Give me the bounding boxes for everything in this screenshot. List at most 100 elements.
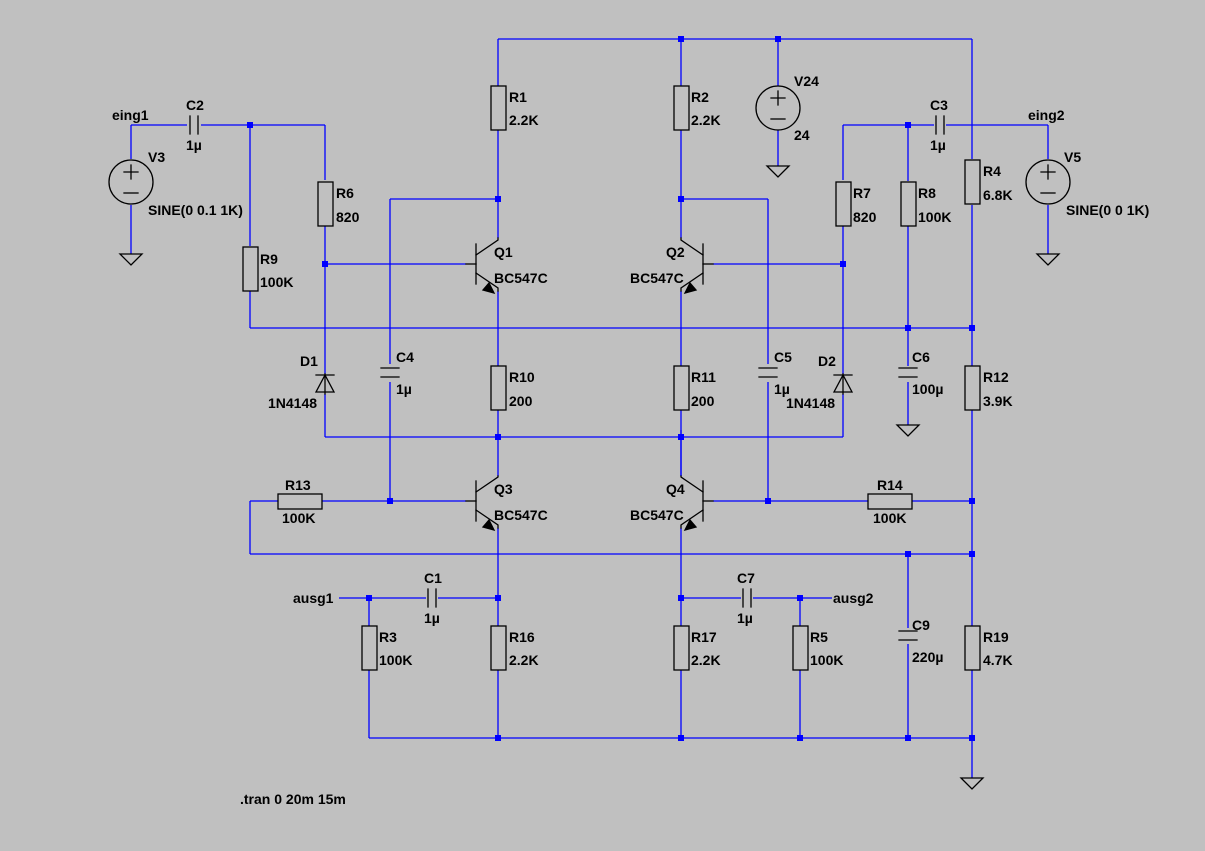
R3-value: 100K (379, 652, 412, 668)
C1-value: 1µ (424, 610, 440, 626)
resistor-R9: R9 100K (242, 246, 293, 292)
R17-name: R17 (691, 629, 717, 645)
resistor-R12: R12 3.9K (964, 365, 1013, 411)
resistor-R3: R3 100K (361, 625, 412, 671)
junctions (247, 36, 975, 741)
wires (130, 38, 1049, 778)
C4-name: C4 (396, 349, 414, 365)
resistor-R19: R19 4.7K (964, 625, 1013, 671)
R3-name: R3 (379, 629, 397, 645)
Q4-name: Q4 (666, 481, 685, 497)
R14-value: 100K (873, 510, 906, 526)
R19-name: R19 (983, 629, 1009, 645)
ground-symbols (118, 165, 1061, 790)
resistor-R4: R4 6.8K (964, 159, 1013, 205)
R16-value: 2.2K (509, 652, 539, 668)
R1-name: R1 (509, 89, 527, 105)
transistor-Q3: Q3 BC547C (465, 475, 548, 532)
R17-value: 2.2K (691, 652, 721, 668)
V24-name: V24 (794, 73, 819, 89)
R13-value: 100K (282, 510, 315, 526)
C7-value: 1µ (737, 610, 753, 626)
resistor-R2: R2 2.2K (673, 85, 721, 131)
C9-value: 220µ (912, 649, 943, 665)
capacitor-C9: C9 220µ (898, 617, 943, 665)
V3-name: V3 (148, 149, 165, 165)
C3-name: C3 (930, 97, 948, 113)
C7-name: C7 (737, 570, 755, 586)
R5-name: R5 (810, 629, 828, 645)
C2-value: 1µ (186, 137, 202, 153)
resistor-R14: R14 100K (867, 477, 913, 526)
C3-value: 1µ (930, 137, 946, 153)
V5-value: SINE(0 0 1K) (1066, 202, 1149, 218)
C6-value: 100µ (912, 381, 943, 397)
capacitor-C7: C7 1µ (737, 570, 755, 626)
resistor-R6: R6 820 (317, 181, 360, 227)
C9-name: C9 (912, 617, 930, 633)
transistor-Q2: Q2 BC547C (630, 237, 714, 295)
R6-value: 820 (336, 209, 360, 225)
ground-icon (959, 777, 985, 790)
D1-value: 1N4148 (268, 395, 317, 411)
resistor-R8: R8 100K (900, 181, 951, 227)
net-label-ausg1: ausg1 (293, 590, 334, 606)
transistor-Q1: Q1 BC547C (465, 237, 548, 295)
resistor-R10: R10 200 (490, 365, 535, 411)
R14-name: R14 (877, 477, 903, 493)
resistor-R13: R13 100K (277, 477, 323, 526)
C5-value: 1µ (774, 381, 790, 397)
R13-name: R13 (285, 477, 311, 493)
diode-D1: D1 1N4148 (268, 353, 336, 411)
net-label-eing2: eing2 (1028, 107, 1065, 123)
R12-value: 3.9K (983, 393, 1013, 409)
Q2-value: BC547C (630, 270, 684, 286)
capacitor-C5: C5 1µ (758, 349, 792, 397)
C2-name: C2 (186, 97, 204, 113)
ground-icon (765, 165, 791, 178)
ground-icon (895, 424, 921, 437)
spice-directive[interactable]: .tran 0 20m 15m (240, 791, 346, 807)
voltage-source-V24: V24 24 (755, 73, 819, 143)
Q3-value: BC547C (494, 507, 548, 523)
Q2-name: Q2 (666, 244, 685, 260)
R9-name: R9 (260, 251, 278, 267)
resistor-R5: R5 100K (792, 625, 843, 671)
R7-name: R7 (853, 185, 871, 201)
transistor-Q4: Q4 BC547C (630, 475, 714, 532)
resistor-R7: R7 820 (835, 181, 877, 227)
R6-name: R6 (336, 185, 354, 201)
Q1-value: BC547C (494, 270, 548, 286)
R1-value: 2.2K (509, 112, 539, 128)
R5-value: 100K (810, 652, 843, 668)
R19-value: 4.7K (983, 652, 1013, 668)
resistor-R1: R1 2.2K (490, 85, 539, 131)
C6-name: C6 (912, 349, 930, 365)
Q4-value: BC547C (630, 507, 684, 523)
R9-value: 100K (260, 274, 293, 290)
R11-value: 200 (691, 393, 715, 409)
R2-value: 2.2K (691, 112, 721, 128)
R8-name: R8 (918, 185, 936, 201)
R12-name: R12 (983, 369, 1009, 385)
capacitor-C1: C1 1µ (424, 570, 442, 626)
R11-name: R11 (691, 369, 716, 385)
capacitor-C6: C6 100µ (898, 349, 943, 397)
R4-value: 6.8K (983, 187, 1013, 203)
D2-value: 1N4148 (786, 395, 835, 411)
D1-name: D1 (300, 353, 318, 369)
ground-icon (1035, 253, 1061, 266)
R2-name: R2 (691, 89, 709, 105)
net-label-eing1: eing1 (112, 107, 149, 123)
capacitor-C2: C2 1µ (186, 97, 204, 153)
diode-D2: D2 1N4148 (786, 353, 854, 411)
R7-value: 820 (853, 209, 877, 225)
C1-name: C1 (424, 570, 442, 586)
voltage-source-V5: V5 SINE(0 0 1K) (1025, 149, 1149, 218)
V24-value: 24 (794, 127, 810, 143)
net-labels: eing1 eing2 ausg1 ausg2 (112, 107, 1065, 606)
D2-name: D2 (818, 353, 836, 369)
Q1-name: Q1 (494, 244, 513, 260)
capacitor-C4: C4 1µ (380, 349, 414, 397)
